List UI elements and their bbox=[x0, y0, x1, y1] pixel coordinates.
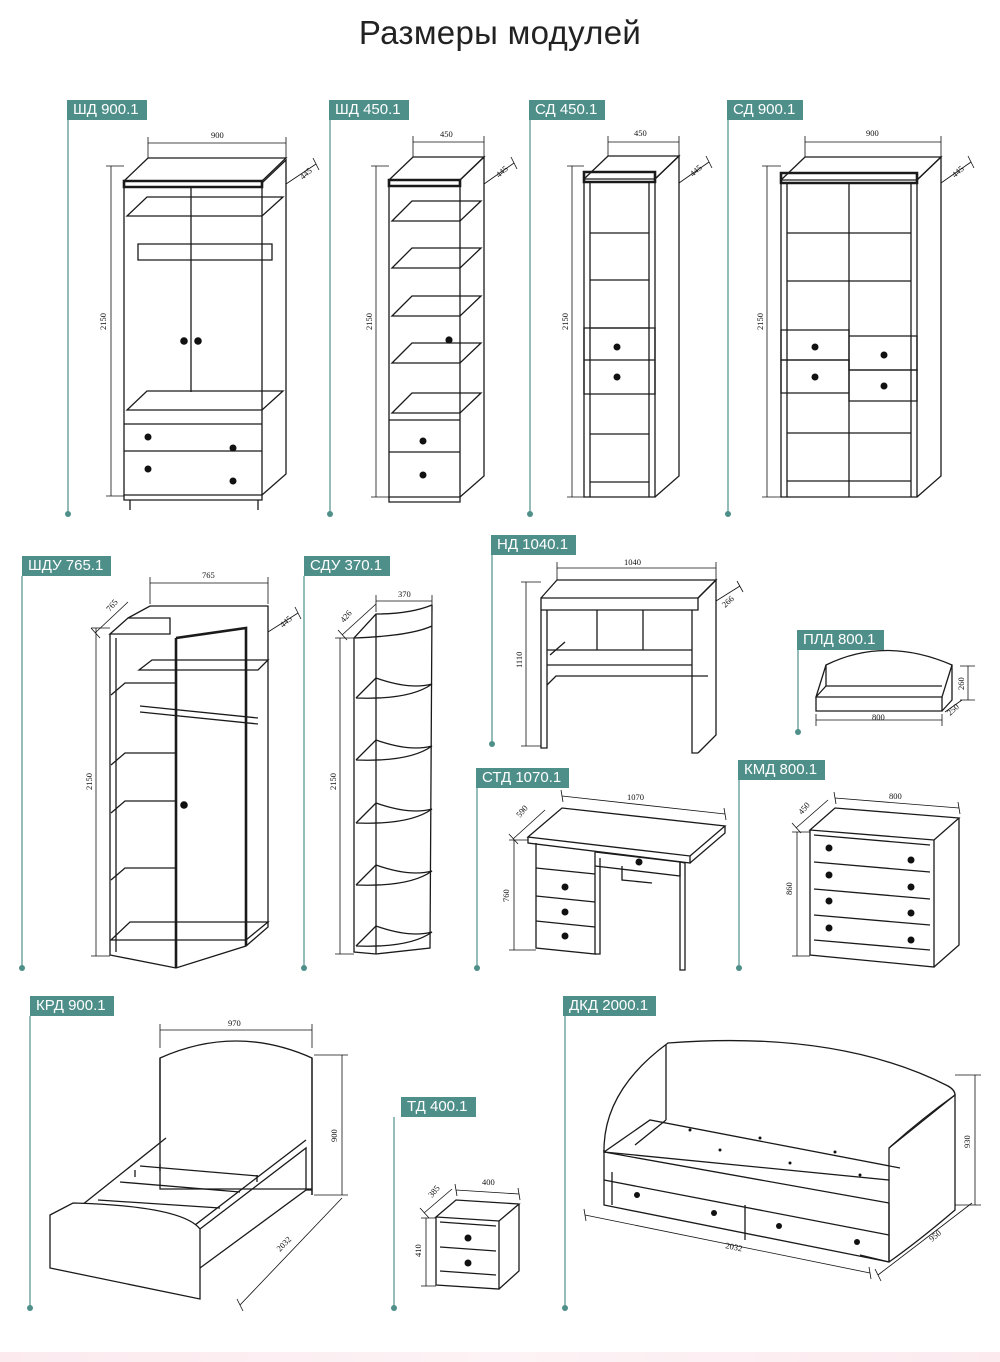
nd1040-width: 1040 bbox=[624, 557, 641, 567]
shd450-width: 450 bbox=[440, 129, 453, 139]
sd450-height: 2150 bbox=[560, 313, 570, 330]
module-tag-sdu370: СДУ 370.1 bbox=[304, 556, 391, 576]
td400-height: 410 bbox=[413, 1244, 423, 1257]
dkd2000-height: 930 bbox=[962, 1135, 972, 1148]
tag-leaders bbox=[19, 120, 801, 1311]
shelving-sd450: 450 445 2150 bbox=[560, 128, 713, 498]
module-tag-pld800: ПЛД 800.1 bbox=[797, 630, 884, 650]
sd900-width: 900 bbox=[866, 128, 879, 138]
wall-shelf-pld800: 800 250 260 bbox=[815, 649, 975, 726]
module-tag-std1070: СТД 1070.1 bbox=[476, 768, 570, 788]
nightstand-td400: 400 385 410 bbox=[413, 1177, 521, 1290]
std1070-height: 760 bbox=[501, 889, 511, 902]
page-title: Размеры модулей bbox=[358, 14, 642, 51]
sd900-depth: 445 bbox=[950, 164, 966, 180]
module-tag-nd1040: НД 1040.1 bbox=[491, 535, 577, 555]
dkd2000-depth: 950 bbox=[927, 1228, 943, 1244]
bed-krd900: 970 900 2032 bbox=[49, 1018, 348, 1312]
nd1040-depth: 266 bbox=[720, 594, 736, 610]
module-tag-shd450: ШД 450.1 bbox=[329, 100, 409, 120]
sd450-depth: 445 bbox=[688, 163, 704, 179]
shd450-depth: 445 bbox=[494, 164, 510, 180]
module-tag-kmd800: КМД 800.1 bbox=[738, 760, 826, 780]
bottom-band bbox=[0, 1352, 1000, 1362]
module-tag-sd450: СД 450.1 bbox=[529, 100, 606, 120]
std1070-depth: 590 bbox=[514, 803, 530, 819]
krd900-width: 970 bbox=[228, 1018, 241, 1028]
shd900-width: 900 bbox=[211, 130, 224, 140]
kmd800-height: 860 bbox=[784, 882, 794, 895]
module-tag-sd900: СД 900.1 bbox=[727, 100, 804, 120]
wardrobe-shd450: 450 445 2150 bbox=[364, 129, 518, 503]
pld800-height: 260 bbox=[956, 677, 966, 690]
krd900-height: 900 bbox=[329, 1129, 339, 1142]
module-tag-dkd2000: ДКД 2000.1 bbox=[563, 996, 657, 1016]
sd900-height: 2150 bbox=[755, 313, 765, 330]
shdu765-depth: 445 bbox=[278, 614, 294, 630]
shdu765-side: 765 bbox=[104, 597, 120, 613]
module-tag-krd900: КРД 900.1 bbox=[30, 996, 114, 1016]
krd900-length: 2032 bbox=[274, 1234, 293, 1253]
sdu370-width: 370 bbox=[398, 589, 411, 599]
desk-superstructure-nd1040: 1040 266 1110 bbox=[514, 557, 744, 754]
chest-of-drawers-kmd800: 800 450 860 bbox=[784, 791, 961, 968]
module-tag-shdu765: ШДУ 765.1 bbox=[22, 556, 112, 576]
shd900-depth: 445 bbox=[298, 166, 314, 182]
pld800-depth: 250 bbox=[945, 702, 961, 718]
corner-wardrobe-shdu765: 765 765 445 2150 bbox=[84, 570, 302, 969]
sd450-width: 450 bbox=[634, 128, 647, 138]
td400-depth: 385 bbox=[426, 1183, 442, 1199]
writing-desk-std1070: 1070 590 760 bbox=[501, 789, 727, 971]
shelving-sd900: 900 445 2150 bbox=[755, 128, 975, 498]
module-tag-td400: ТД 400.1 bbox=[401, 1097, 476, 1117]
td400-width: 400 bbox=[482, 1177, 495, 1187]
std1070-width: 1070 bbox=[627, 792, 644, 802]
nd1040-height: 1110 bbox=[514, 652, 524, 668]
corner-shelf-sdu370: 370 426 2150 bbox=[328, 589, 433, 955]
wardrobe-shd900: 900 445 2150 bbox=[98, 130, 320, 510]
shd900-height: 2150 bbox=[98, 313, 108, 330]
sdu370-height: 2150 bbox=[328, 773, 338, 790]
kmd800-width: 800 bbox=[889, 791, 902, 801]
pld800-width: 800 bbox=[872, 712, 885, 722]
shdu765-height: 2150 bbox=[84, 773, 94, 790]
kmd800-depth: 450 bbox=[796, 800, 812, 816]
sofa-bed-dkd2000: 930 2032 950 bbox=[583, 1039, 981, 1282]
shd450-height: 2150 bbox=[364, 313, 374, 330]
sdu370-depth: 426 bbox=[338, 608, 354, 624]
module-tag-shd900: ШД 900.1 bbox=[67, 100, 147, 120]
dkd2000-length: 2032 bbox=[725, 1240, 744, 1253]
shdu765-width: 765 bbox=[202, 570, 215, 580]
